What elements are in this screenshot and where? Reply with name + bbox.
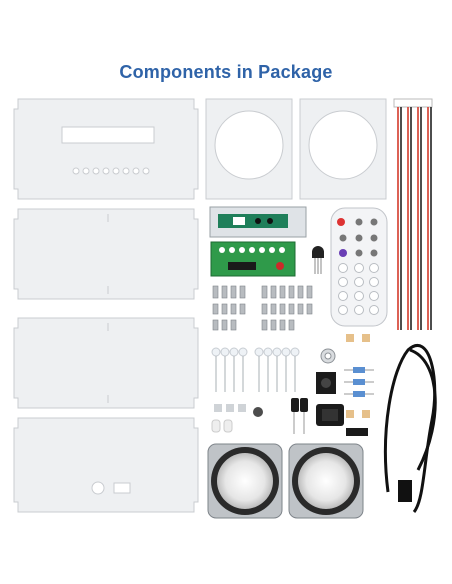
page-title: Components in Package <box>119 62 333 82</box>
speaker-left <box>207 443 283 519</box>
acrylic-panel-3 <box>13 317 199 409</box>
nut <box>320 348 336 364</box>
speaker-wires <box>393 98 433 330</box>
leds <box>211 347 300 392</box>
screws <box>212 285 313 331</box>
acrylic-panel-2 <box>13 208 199 300</box>
small-parts <box>211 404 246 433</box>
ir-remote <box>330 207 388 327</box>
speaker-frame-panel-right <box>299 98 387 200</box>
speaker-frame-panel-left <box>205 98 293 200</box>
resistors <box>344 334 374 418</box>
pin-header <box>346 428 368 436</box>
transistor <box>312 246 324 274</box>
acrylic-panel-bottom <box>13 417 199 513</box>
capacitors <box>253 398 308 434</box>
amplifier-board <box>210 241 296 277</box>
rocker-switch <box>316 404 344 426</box>
mp3-module <box>209 206 307 238</box>
dc-jack <box>316 372 336 394</box>
usb-cable <box>383 343 437 513</box>
acrylic-panel-top <box>13 98 199 200</box>
speaker-right <box>288 443 364 519</box>
